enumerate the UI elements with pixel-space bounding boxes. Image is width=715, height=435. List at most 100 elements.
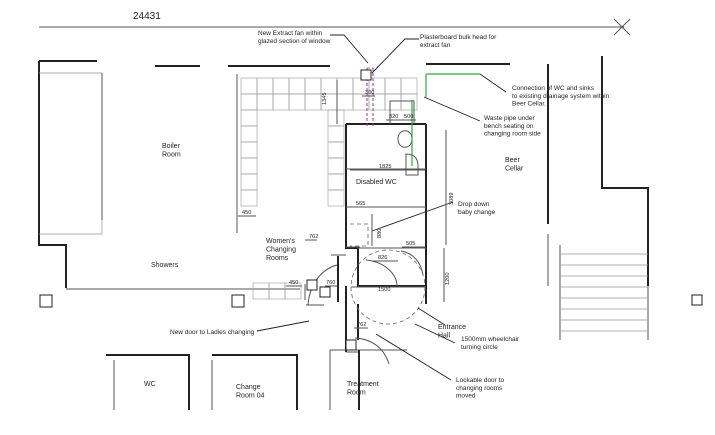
tile-a2 <box>256 77 274 95</box>
door-box-left <box>306 279 318 291</box>
top-dimension-tick-right-b <box>613 18 631 36</box>
top-dimension-label: 24431 <box>133 11 161 22</box>
dim-1500-label: 1500 <box>378 287 390 293</box>
text-line: turning circle <box>461 344 498 351</box>
tile-d2 <box>327 125 345 143</box>
disabled-wc-block <box>329 100 427 410</box>
tile-a7 <box>336 77 354 95</box>
tile-a10 <box>384 77 402 95</box>
tile-b1 <box>240 93 258 111</box>
tile-b2 <box>256 93 274 111</box>
dim-760-label: 760 <box>326 280 335 286</box>
dim-565-label: 565 <box>356 201 365 207</box>
tile-d1 <box>327 109 345 127</box>
tile-e2 <box>268 282 286 300</box>
ladies-door-note: New door to Ladies changing <box>170 329 255 336</box>
text-line: Changing <box>266 246 296 253</box>
text-line: baby change <box>458 209 496 216</box>
text-line: Boiler <box>162 143 181 150</box>
wc-room-wall <box>106 354 190 410</box>
tile-a1 <box>240 77 258 95</box>
text-line: New Extract fan within <box>258 30 323 37</box>
dim-1825-label: 1825 <box>379 164 391 170</box>
cellar-door-swing <box>400 250 424 276</box>
wall-right-stair <box>601 56 649 286</box>
column-box-left <box>39 294 53 308</box>
tile-b10 <box>384 93 402 111</box>
entrance-circle <box>350 249 426 325</box>
baby-change-outline <box>350 223 369 247</box>
baby-change-leader <box>371 201 454 232</box>
text-line: New door to Ladies changing <box>170 329 255 336</box>
dim-505-label: 505 <box>406 241 415 247</box>
tile-a3 <box>272 77 290 95</box>
ladies-door-leader <box>256 320 310 332</box>
tile-c6 <box>240 189 258 207</box>
text-line: extract fan <box>420 42 451 49</box>
text-line: WC <box>144 381 156 388</box>
dimension-labels: 1345 300 320 500 1825 3089 450 565 880 5… <box>242 90 455 328</box>
text-line: changing room side <box>484 131 541 138</box>
lower-rooms <box>106 349 407 410</box>
text-line: Entrance <box>438 324 466 331</box>
tile-c1 <box>240 109 258 127</box>
tile-c2 <box>240 125 258 143</box>
wall-left-boiler <box>38 61 67 288</box>
text-line: Women's <box>266 238 295 245</box>
boiler-room-inner-outline <box>39 72 103 235</box>
stairs <box>560 253 648 332</box>
tile-d5 <box>327 173 345 191</box>
text-line: Beer Cellar. <box>512 101 546 108</box>
text-line: Rooms <box>266 255 289 262</box>
top-dimension-line: 24431 <box>39 11 631 36</box>
dim-320-label: 320 <box>389 114 398 120</box>
fan-box <box>360 69 372 81</box>
dim-826-label: 826 <box>378 255 387 261</box>
tile-a5 <box>304 77 322 95</box>
turning-circle-leader <box>414 323 456 344</box>
door-box-right <box>319 286 331 298</box>
text-line: glazed section of window <box>258 38 331 45</box>
tile-b3 <box>272 93 290 111</box>
tile-grid <box>240 77 418 300</box>
column-boxes <box>39 69 703 351</box>
waste-pipe-leader <box>423 96 481 122</box>
text-line: Beer <box>505 157 520 164</box>
text-line: Room <box>347 389 366 396</box>
wc-door-swing <box>365 259 398 287</box>
toilet-icon <box>397 130 413 148</box>
tile-e1 <box>252 282 270 300</box>
disabled-wc-label: Disabled WC <box>356 179 397 186</box>
tile-b4 <box>288 93 306 111</box>
text-line: Drop down <box>458 201 490 208</box>
text-line: Cellar <box>505 165 524 172</box>
dim-3089-label: 3089 <box>449 193 455 205</box>
text-line: Room 04 <box>236 392 265 399</box>
dim-880-label: 880 <box>377 229 383 238</box>
dimension-lines <box>238 80 447 329</box>
dim-762b-label: 762 <box>357 322 366 328</box>
text-line: Lockable door to <box>456 377 504 384</box>
dim-1200-label: 1200 <box>445 273 451 285</box>
service-routes <box>366 67 480 166</box>
lockable-door-swing <box>354 337 390 365</box>
ladies-door-swing <box>307 264 338 306</box>
tile-c4 <box>240 157 258 175</box>
text-line: Waste pipe under <box>484 115 536 122</box>
tile-c5 <box>240 173 258 191</box>
dim-762a-label: 762 <box>309 234 318 240</box>
text-line: Treatment <box>347 381 379 388</box>
dim-450a-label: 450 <box>242 210 251 216</box>
tile-d3 <box>327 141 345 159</box>
